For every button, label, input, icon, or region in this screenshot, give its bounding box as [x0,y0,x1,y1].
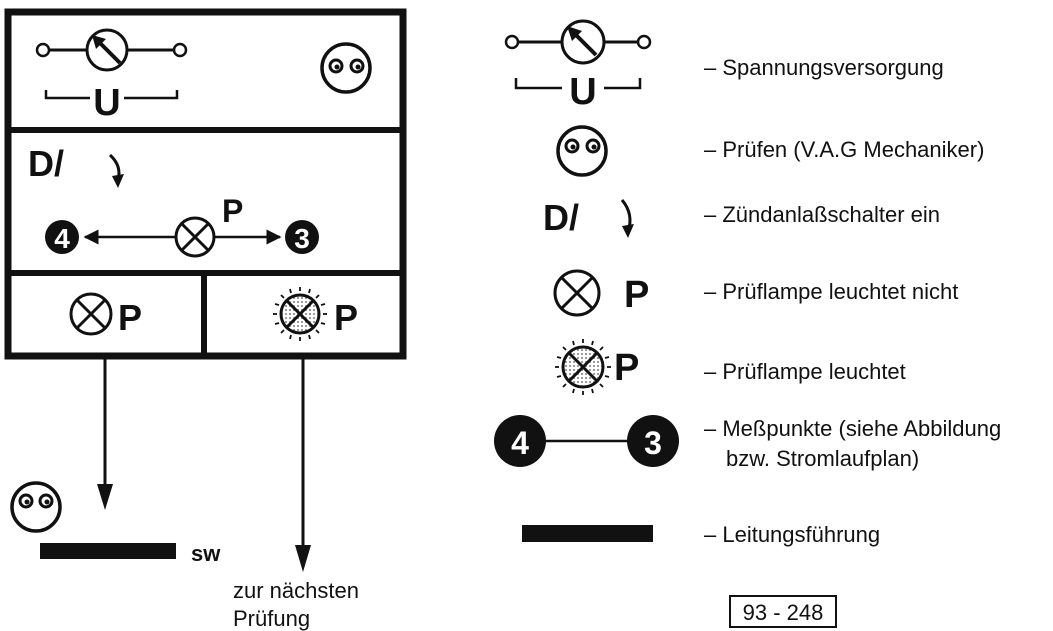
figure-number-text: 93 - 248 [743,600,824,625]
ignition-switch-icon: D/ [28,143,124,188]
arrow-left-head [97,484,113,510]
lamp-off-label: P [118,297,142,338]
legend-lamp-on-label: P [614,347,639,389]
figure-number: 93 - 248 [729,595,837,628]
result-lamp-on: P [273,287,358,341]
measuring-point-3-label: 3 [294,223,310,254]
measuring-points-icon: 4 3 [494,415,679,467]
voltage-supply-icon: U [35,28,188,124]
legend-text: – Meßpunkte (siehe Abbildung [704,416,1001,441]
arrow-right-head [295,545,311,572]
legend-item-ignition: D/ – Zündanlaßschalter ein [543,197,940,238]
lamp-label: P [222,193,243,229]
legend-text-line2: bzw. Stromlaufplan) [726,446,919,471]
test-lamp-on-icon [273,287,327,341]
check-face-icon [556,125,608,177]
lamp-on-label: P [334,297,358,338]
check-face-icon [10,481,62,533]
measuring-point-4-label: 4 [54,223,70,254]
legend-point-4-label: 4 [511,425,529,461]
wire-routing-icon [522,525,653,542]
legend-text: – Leitungsführung [704,522,880,547]
legend-lamp-off-label: P [624,274,649,316]
ignition-label: D/ [28,143,64,184]
legend-item-voltage: U – Spannungsversorgung [504,19,944,113]
legend-item-check: – Prüfen (V.A.G Mechaniker) [556,125,984,177]
measuring-point-4 [45,220,79,254]
legend-item-measuring: 4 3 – Meßpunkte (siehe Abbildung bzw. St… [494,415,1001,471]
legend-item-lamp-on: P – Prüflampe leuchtet [555,339,906,395]
legend-text: – Prüfen (V.A.G Mechaniker) [704,137,984,162]
legend-text: – Spannungsversorgung [704,55,944,80]
wire-routing-icon [40,543,176,559]
voltage-label: U [93,82,120,124]
next-test-line1: zur nächsten [233,578,359,603]
test-lamp-off-icon: P [553,269,649,317]
test-lamp-on-icon: P [555,339,639,395]
legend-voltage-label: U [569,71,596,113]
voltage-supply-icon: U [504,19,652,113]
legend-text: – Prüflampe leuchtet nicht [704,279,958,304]
next-test-line2: Prüfung [233,606,310,631]
flow-diagram: U D/ 4 P 3 [4,8,407,631]
measuring-row: 4 P 3 [45,193,319,258]
legend-ignition-label: D/ [543,197,579,238]
legend: U – Spannungsversorgung – Prüfen (V.A.G … [494,19,1001,547]
ignition-switch-icon: D/ [543,197,634,238]
measuring-point-3 [285,220,319,254]
legend-text: – Prüflampe leuchtet [704,359,906,384]
figure-number-box [729,595,837,628]
legend-point-3-label: 3 [644,425,662,461]
legend-item-lamp-off: P – Prüflampe leuchtet nicht [553,269,958,317]
legend-text: – Zündanlaßschalter ein [704,202,940,227]
check-face-icon [320,42,372,94]
result-lamp-off: P [69,292,142,338]
wire-color-label: sw [191,541,221,566]
legend-item-wire: – Leitungsführung [522,522,880,547]
